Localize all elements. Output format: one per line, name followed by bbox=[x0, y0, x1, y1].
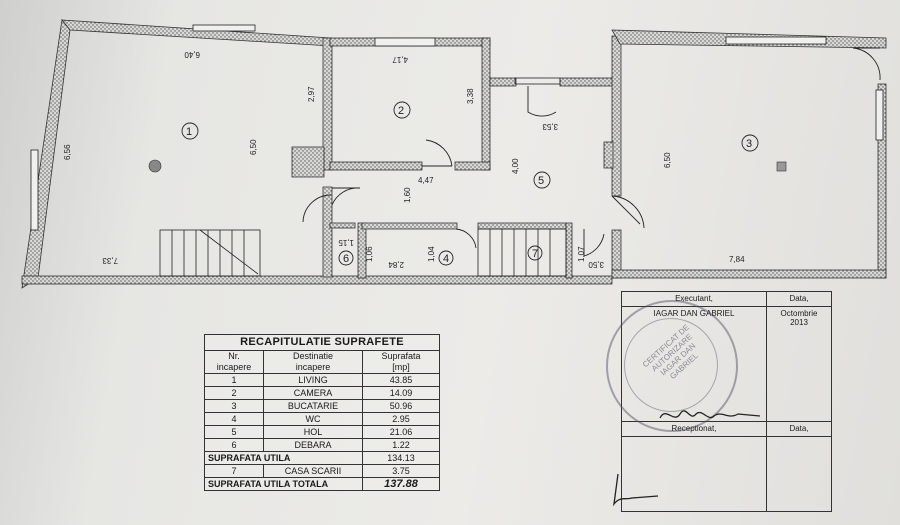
signature-receptionat bbox=[613, 473, 659, 507]
header-destinatie-2: incapere bbox=[295, 362, 331, 372]
date-year: 2013 bbox=[790, 318, 808, 327]
authorization-stamp bbox=[606, 300, 738, 432]
date-label: Data, bbox=[766, 291, 832, 307]
dimension-label: 7,84 bbox=[729, 255, 745, 264]
doors bbox=[302, 47, 881, 257]
header-unit: [mp] bbox=[392, 362, 410, 372]
room-number-1: 1 bbox=[186, 126, 192, 138]
header-nr: Nr. bbox=[228, 351, 240, 361]
dimension-label: 1,06 bbox=[365, 246, 374, 262]
dimension-label: 1,15 bbox=[338, 238, 354, 247]
header-incapere: incapere bbox=[216, 362, 252, 372]
dimension-label: 6,56 bbox=[63, 144, 72, 160]
walls bbox=[21, 19, 887, 289]
room-number-6: 6 bbox=[343, 253, 349, 265]
room-number-5: 5 bbox=[538, 175, 544, 187]
dimension-label: 6,40 bbox=[184, 50, 200, 59]
dimension-label: 4,17 bbox=[392, 55, 408, 64]
dimension-label: 3,38 bbox=[466, 88, 475, 104]
table-title: RECAPITULATIE SUPRAFETE bbox=[204, 334, 440, 351]
signature-executant bbox=[659, 410, 761, 419]
dimension-label: 3,50 bbox=[588, 260, 604, 269]
dimension-label: 4,47 bbox=[418, 176, 434, 185]
dimension-label: 1,04 bbox=[427, 246, 436, 262]
room-number-3: 3 bbox=[746, 138, 752, 150]
room-number-7: 7 bbox=[532, 248, 538, 260]
dimension-label: 3,53 bbox=[542, 122, 558, 131]
dimension-label: 6,50 bbox=[249, 139, 258, 155]
windows bbox=[30, 24, 884, 231]
dimension-label: 7,33 bbox=[102, 256, 118, 265]
dimension-labels: 6,40 6,56 6,50 7,33 2,97 4,17 3,38 3,53 … bbox=[63, 50, 745, 269]
header-suprafata: Suprafata bbox=[381, 351, 421, 361]
area-summary-table: RECAPITULATIE SUPRAFETE Nr.incapere Dest… bbox=[204, 334, 440, 491]
stairs bbox=[159, 228, 567, 277]
room-number-4: 4 bbox=[443, 253, 449, 265]
dimension-label: 4,00 bbox=[511, 158, 520, 174]
ceiling-light-icon bbox=[148, 159, 162, 173]
dimension-label: 6,50 bbox=[663, 152, 672, 168]
date-month: Octombrie bbox=[780, 309, 818, 318]
room-labels bbox=[181, 101, 759, 266]
dimension-label: 2,84 bbox=[388, 260, 404, 269]
authorization-stamp-inner bbox=[624, 318, 718, 412]
header-destinatie: Destinatie bbox=[292, 351, 334, 361]
ceiling-light-icon bbox=[776, 161, 787, 172]
floor-plan: 1 2 3 4 5 6 7 6,40 6,56 6,50 7,33 2,97 4… bbox=[21, 19, 887, 289]
dimension-label: 2,97 bbox=[307, 86, 316, 102]
dimension-label: 1,60 bbox=[403, 187, 412, 203]
room-number-2: 2 bbox=[398, 105, 404, 117]
dimension-label: 1,07 bbox=[577, 246, 586, 262]
date-label-2: Data, bbox=[766, 421, 832, 437]
